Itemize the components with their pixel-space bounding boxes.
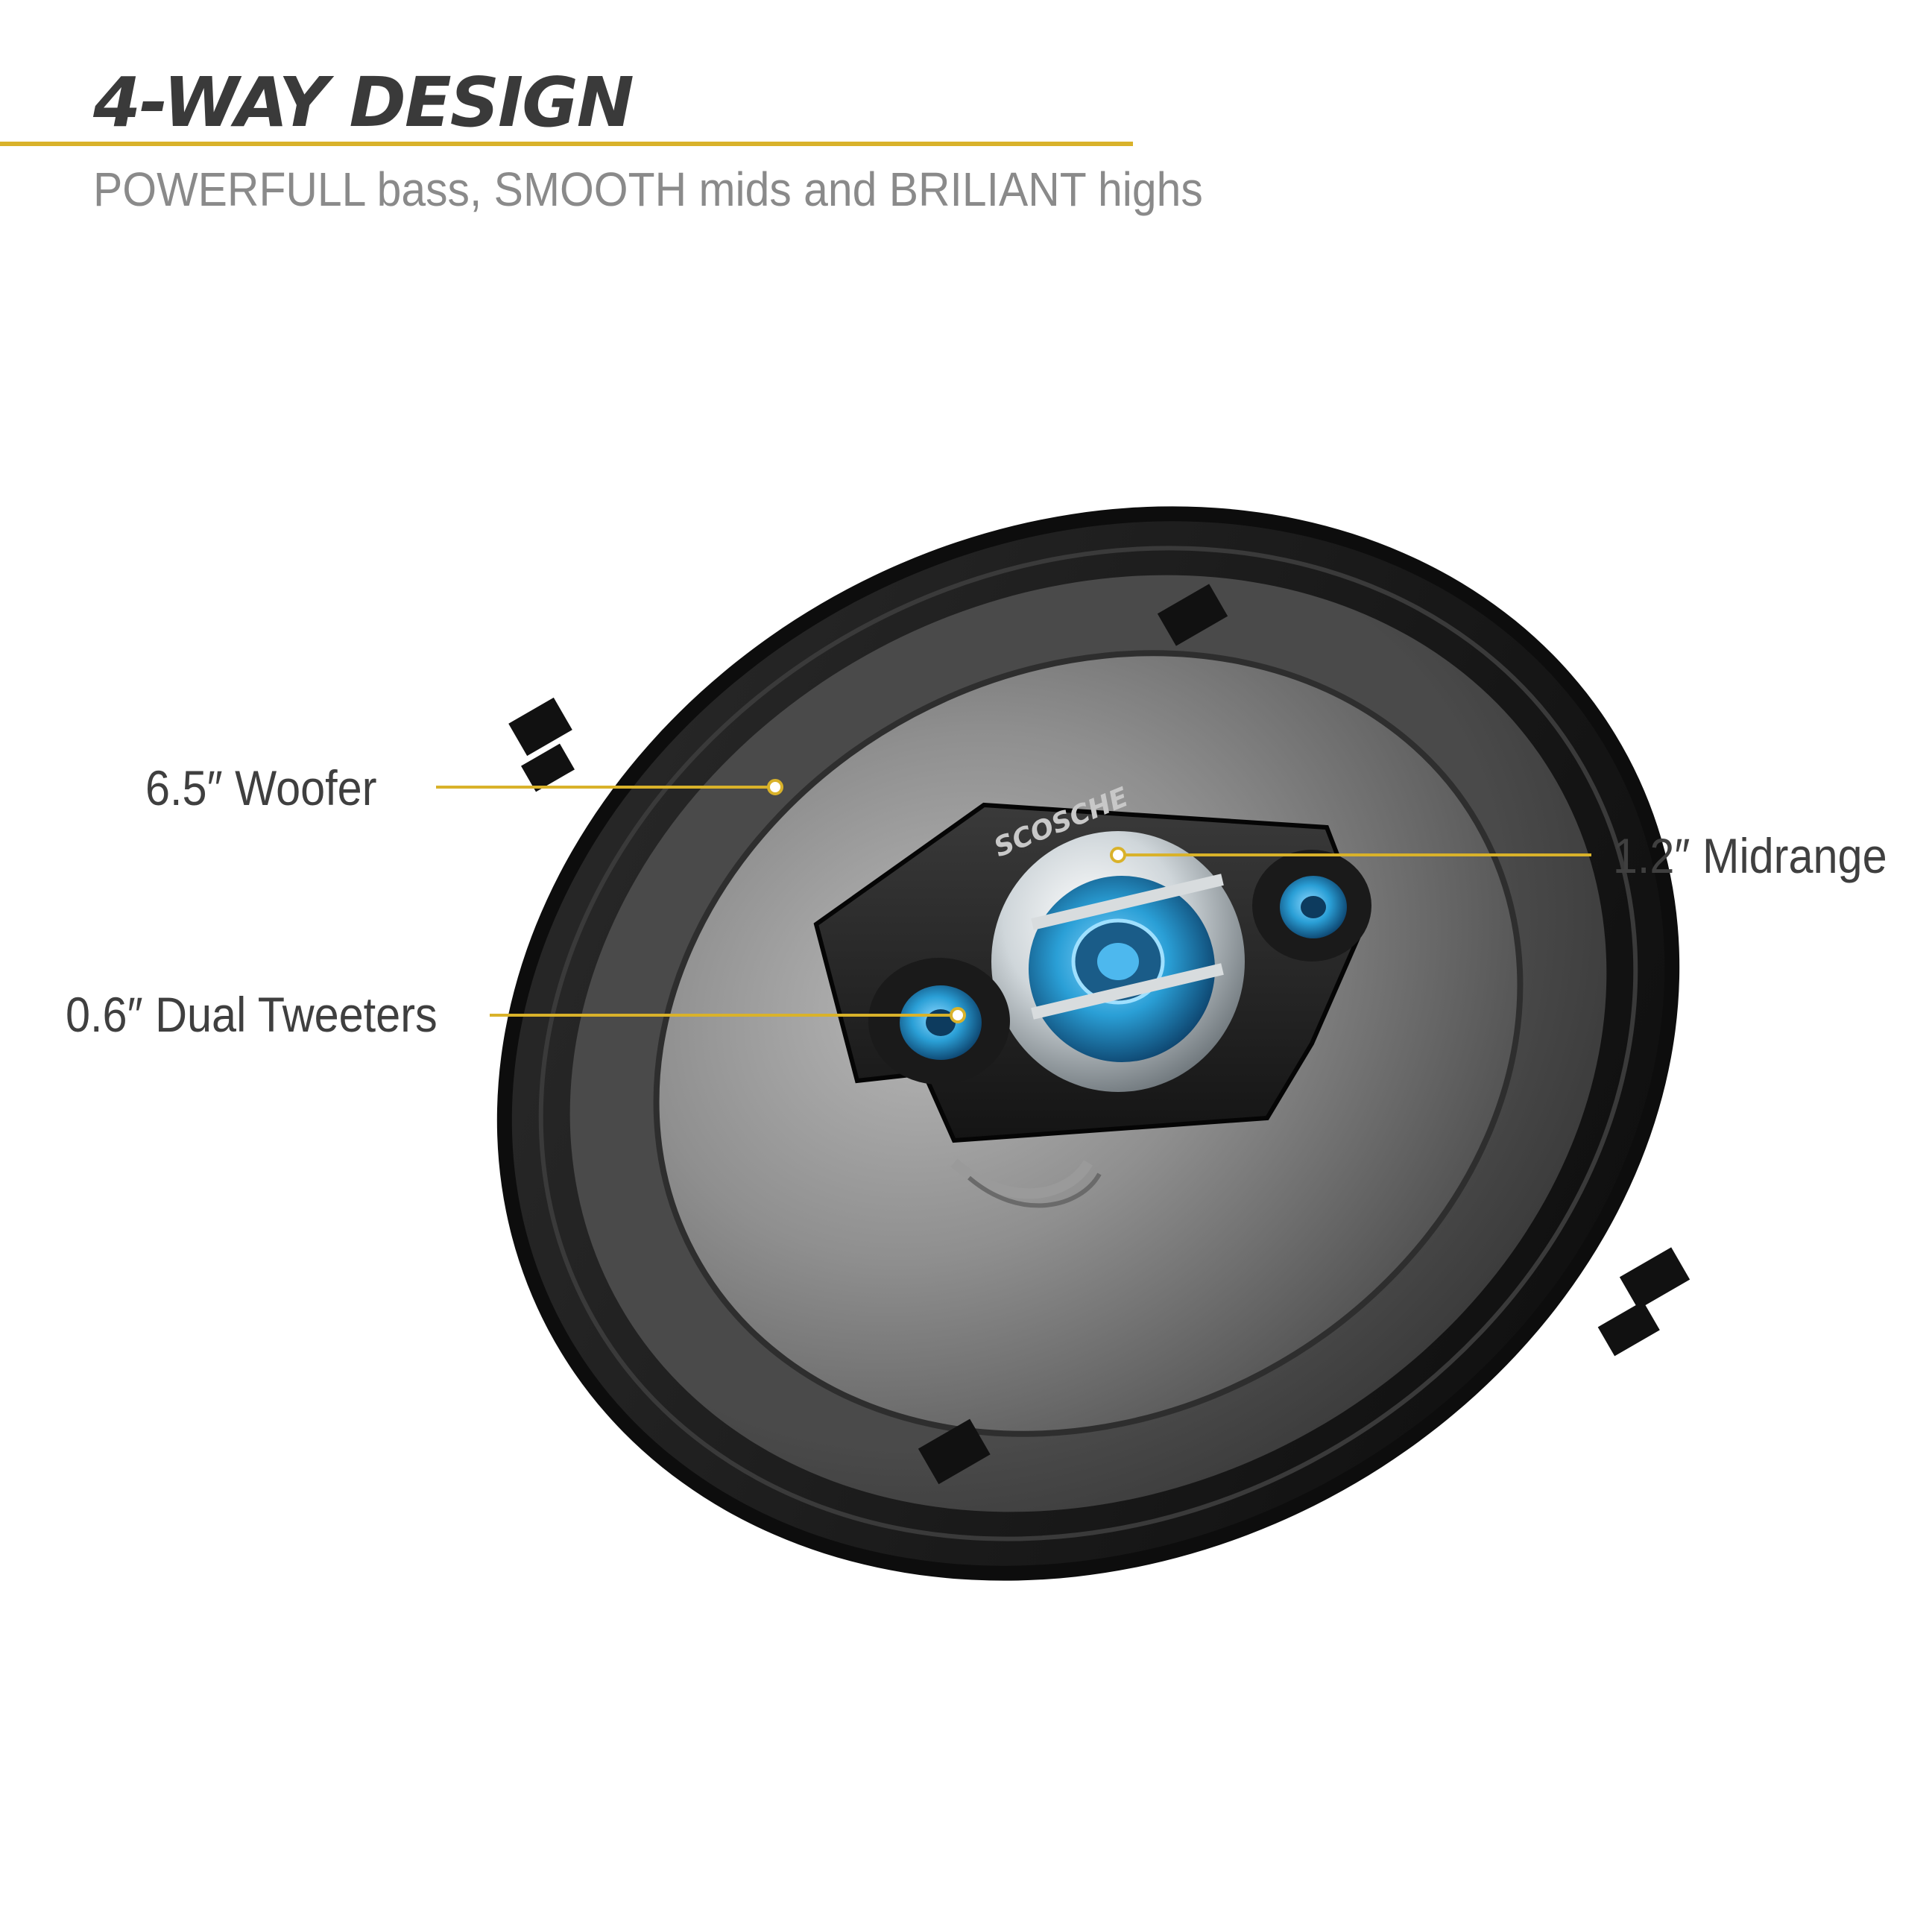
tweeter-right	[1252, 850, 1371, 962]
title-underline	[0, 142, 1133, 146]
tweeter-left	[868, 958, 1010, 1085]
tweeters-callout: 0.6″ Dual Tweeters	[66, 987, 438, 1042]
woofer-callout: 6.5″ Woofer	[145, 760, 377, 815]
midrange-callout: 1.2″ Midrange	[1613, 828, 1887, 883]
midrange-driver	[991, 831, 1245, 1092]
mounting-tabs	[508, 584, 1690, 1485]
page-subtitle: POWERFULL bass, SMOOTH mids and BRILIANT…	[93, 162, 1203, 216]
page-title: 4-WAY DESIGN	[93, 63, 634, 142]
callout-lines	[436, 779, 1591, 1023]
